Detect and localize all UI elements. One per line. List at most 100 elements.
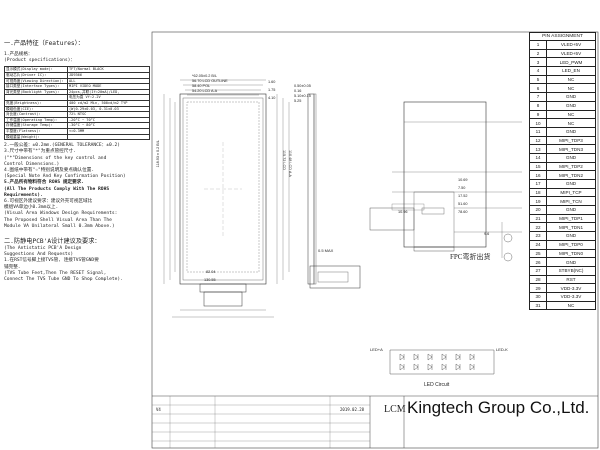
pin-signal: NC [546, 118, 596, 128]
note-visual-area-en2: The Proposed Shell Visual Area Than The [4, 217, 112, 223]
pin-number: 22 [529, 222, 547, 233]
pin-number: 6 [529, 83, 547, 94]
pin-number: 13 [529, 144, 547, 154]
section2-en2: Suggestions And Requests) [4, 252, 74, 258]
pin-number: 10 [529, 118, 547, 128]
pin-number: 30 [529, 291, 547, 302]
pin-number: 16 [529, 170, 547, 180]
dim-label: 56.70 LCD OUTLINE [192, 79, 228, 83]
pin-signal: GND [546, 100, 596, 111]
pin-number: 8 [529, 100, 547, 111]
company-name: Kingtech Group Co.,Ltd. [407, 398, 590, 417]
product-code: LCM [384, 404, 406, 415]
section1-title: 一.产品特征（Features）： [4, 40, 84, 47]
spec-row: 可视角度(Viewing Direction):ALL [4, 77, 150, 85]
pin-number: 19 [529, 196, 547, 207]
pin-signal: MIPI_TCN [546, 196, 596, 207]
pin-number: 20 [529, 205, 547, 215]
led-anode-label: LED+A [370, 347, 383, 352]
pin-signal: GND [546, 231, 596, 241]
spec-row: 显示模式(Display mode):TFT/Normal BLACK [4, 66, 150, 73]
dim-label: 17.52 [458, 194, 468, 198]
spec-row: 电压为直 Vf:2.2V [4, 94, 150, 101]
pin-number: 23 [529, 231, 547, 241]
spec-row: 模组重量(Weight): [4, 133, 150, 141]
pin-signal: GND [546, 152, 596, 163]
dim-bottom-1: 82.04 [206, 270, 216, 274]
pin-number: 7 [529, 92, 547, 102]
pin-number: 29 [529, 283, 547, 293]
side-dimensions: 0.50±0.05 0.16 5.10±0.15 5.25 [294, 84, 311, 104]
pin-table-header: PIN ASSIGNMENT [529, 32, 596, 41]
dim-label: 7.50 [458, 186, 466, 190]
spec-heading: 1.产品规格： [4, 52, 33, 57]
pin-signal: GND [546, 92, 596, 102]
note-key-dims-en: ("*"Dimensions of the key control and [4, 155, 107, 161]
pin-number: 15 [529, 161, 547, 172]
dim-vertical-outline: 118.93±0.2 B/L [156, 140, 160, 168]
dim-label: 4.10 [268, 96, 276, 100]
pin-signal: NC [546, 83, 596, 94]
note-rohs-en2: Requirements). [4, 192, 43, 198]
pin-number: 14 [529, 152, 547, 163]
section2-title: 二.防静电PCB'A设计建议及要求： [4, 237, 101, 245]
led-circuit-diagram [389, 349, 495, 375]
dim-label: 5.25 [294, 99, 302, 103]
pin-signal: MIPI_TDP0 [546, 239, 596, 250]
dim-label: 0.50±0.05 [294, 84, 311, 88]
pin-signal: GND [546, 205, 596, 215]
dim-label: 58.40 POL [192, 84, 211, 88]
dim-label: 10.69 [458, 178, 468, 182]
dim-label: 1.60 [268, 80, 276, 84]
pin-signal: MIPI_TDN0 [546, 248, 596, 259]
mechanical-drawing [163, 79, 522, 375]
pin-signal: GND [546, 257, 596, 267]
pin-signal: MIPI_TDN1 [546, 222, 596, 233]
pin-number: 5 [529, 74, 547, 85]
dim-label: 54.20 LCD A.A [192, 89, 218, 93]
max-thickness-label: 0.5 MAX [318, 248, 334, 253]
side-view [307, 93, 315, 285]
fpc-bend-note: FPC弯折出货 [450, 253, 491, 261]
pin-signal: MIPI_TDP1 [546, 213, 596, 224]
pin-signal: RST [546, 274, 596, 285]
spec-row: 接口类型(Interface Types):MIPI VIDEO MODE [4, 83, 150, 90]
note-visual-area-en: (Visual Area Windows Design Requirements… [4, 211, 118, 217]
pin-signal: LED_PWM [546, 57, 596, 68]
pin-number: 1 [529, 40, 547, 50]
fpc-dim-right: 9.6 [484, 232, 490, 236]
pin-signal: NC [546, 74, 596, 85]
led-cathode-label: LED-K [496, 347, 508, 352]
pin-signal: GND [546, 126, 596, 137]
note-special: 4.图纸中带有"☆"特别说明及要点确认位置. [4, 167, 95, 173]
pin-signal: VLED+5V [546, 40, 596, 50]
active-area [186, 101, 260, 273]
pin-number: 31 [529, 300, 547, 311]
note-key-dims-en2: Control Dimensions.) [4, 161, 60, 167]
note-key-dims: 3.尺寸中带有"*"为重点管控尺寸. [4, 149, 76, 155]
note-special-en: (Special Note And Key Confirmation Posit… [4, 174, 126, 180]
pin-number: 11 [529, 126, 547, 137]
pin-signal: VDD-3.3V [546, 283, 596, 293]
spec-row: 存储温度(Storage Temp):-30°C ~ 80°C [4, 122, 150, 129]
